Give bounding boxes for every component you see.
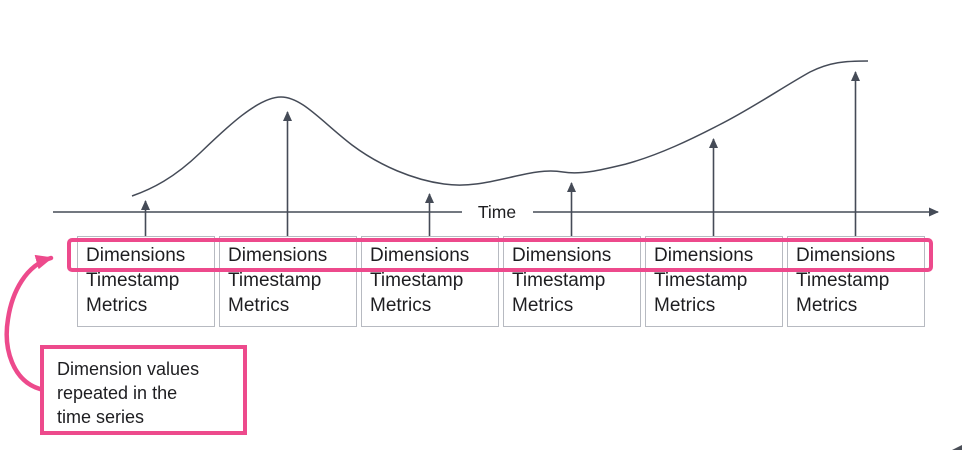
record-field-timestamp: Timestamp xyxy=(370,270,464,291)
dimensions-highlight-band xyxy=(67,238,933,272)
record-box-5: Dimensions Timestamp Metrics xyxy=(645,236,783,327)
record-field-metrics: Metrics xyxy=(796,295,858,316)
record-field-metrics: Metrics xyxy=(228,295,290,316)
time-axis-label: Time xyxy=(478,202,516,222)
callout-text-line: Dimension values xyxy=(57,359,200,379)
record-field-metrics: Metrics xyxy=(370,295,432,316)
record-field-timestamp: Timestamp xyxy=(86,270,180,291)
record-field-timestamp: Timestamp xyxy=(512,270,606,291)
record-box-1: Dimensions Timestamp Metrics xyxy=(77,236,215,327)
record-box-3: Dimensions Timestamp Metrics xyxy=(361,236,499,327)
record-field-timestamp: Timestamp xyxy=(796,270,890,291)
record-field-dimensions: Dimensions xyxy=(512,245,612,266)
record-field-metrics: Metrics xyxy=(654,295,716,316)
record-field-timestamp: Timestamp xyxy=(654,270,748,291)
annotation-callout: Dimension values repeated in the time se… xyxy=(40,345,247,435)
cropped-edge-artifact xyxy=(952,445,962,450)
record-box-2: Dimensions Timestamp Metrics xyxy=(219,236,357,327)
record-field-dimensions: Dimensions xyxy=(228,245,328,266)
callout-text-line: time series xyxy=(57,407,145,427)
record-field-timestamp: Timestamp xyxy=(228,270,322,291)
record-box-4: Dimensions Timestamp Metrics xyxy=(503,236,641,327)
callout-text-line: repeated in the xyxy=(57,383,178,403)
record-field-dimensions: Dimensions xyxy=(86,245,186,266)
record-field-metrics: Metrics xyxy=(86,295,148,316)
record-box-6: Dimensions Timestamp Metrics xyxy=(787,236,925,327)
series-curve xyxy=(131,60,869,197)
record-field-dimensions: Dimensions xyxy=(370,245,470,266)
record-field-metrics: Metrics xyxy=(512,295,574,316)
callout-arrow xyxy=(4,254,54,392)
record-field-dimensions: Dimensions xyxy=(796,245,896,266)
record-field-dimensions: Dimensions xyxy=(654,245,754,266)
